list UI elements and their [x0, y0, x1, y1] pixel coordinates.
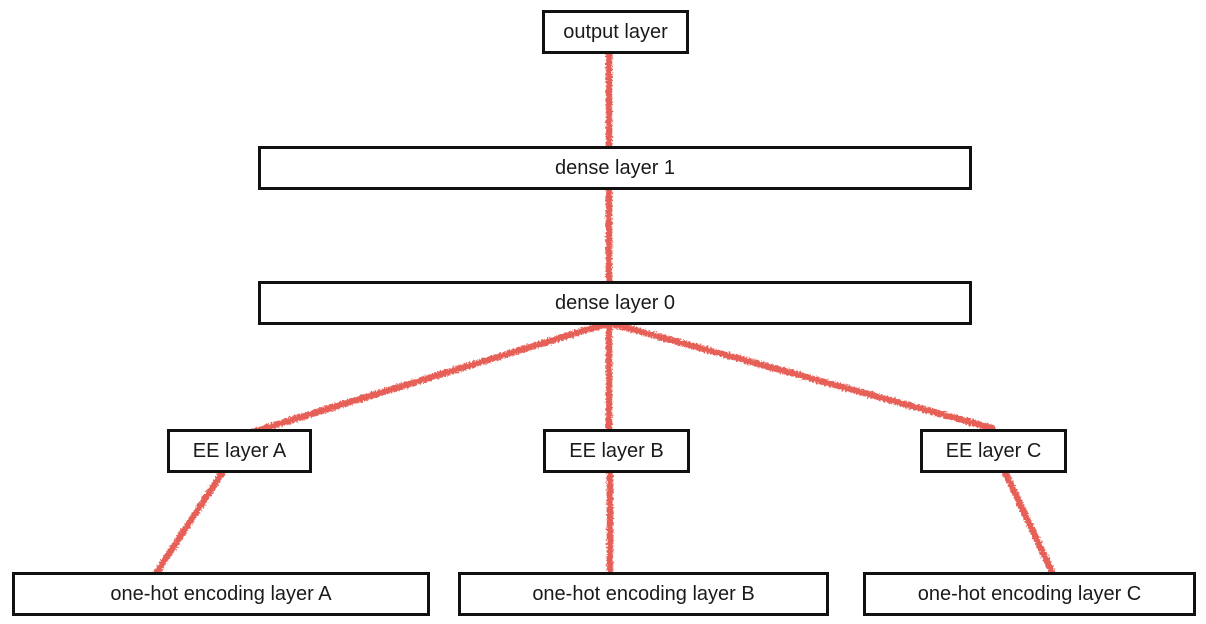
edge-dense0-ee-c [605, 319, 996, 432]
node-one-hot-encoding-layer-a: one-hot encoding layer A [12, 572, 430, 616]
node-ee-layer-c: EE layer C [920, 429, 1067, 473]
edge-ee-c-onehot-c [1000, 466, 1057, 578]
edge-ee-a-onehot-a [151, 466, 228, 579]
node-dense-layer-1: dense layer 1 [258, 146, 972, 190]
node-output-layer: output layer [542, 10, 689, 54]
node-ee-layer-a: EE layer A [167, 429, 312, 473]
edge-dense0-ee-a [248, 319, 613, 436]
node-one-hot-encoding-layer-c: one-hot encoding layer C [863, 572, 1196, 616]
node-ee-layer-b: EE layer B [543, 429, 690, 473]
node-dense-layer-0: dense layer 0 [258, 281, 972, 325]
node-one-hot-encoding-layer-b: one-hot encoding layer B [458, 572, 829, 616]
